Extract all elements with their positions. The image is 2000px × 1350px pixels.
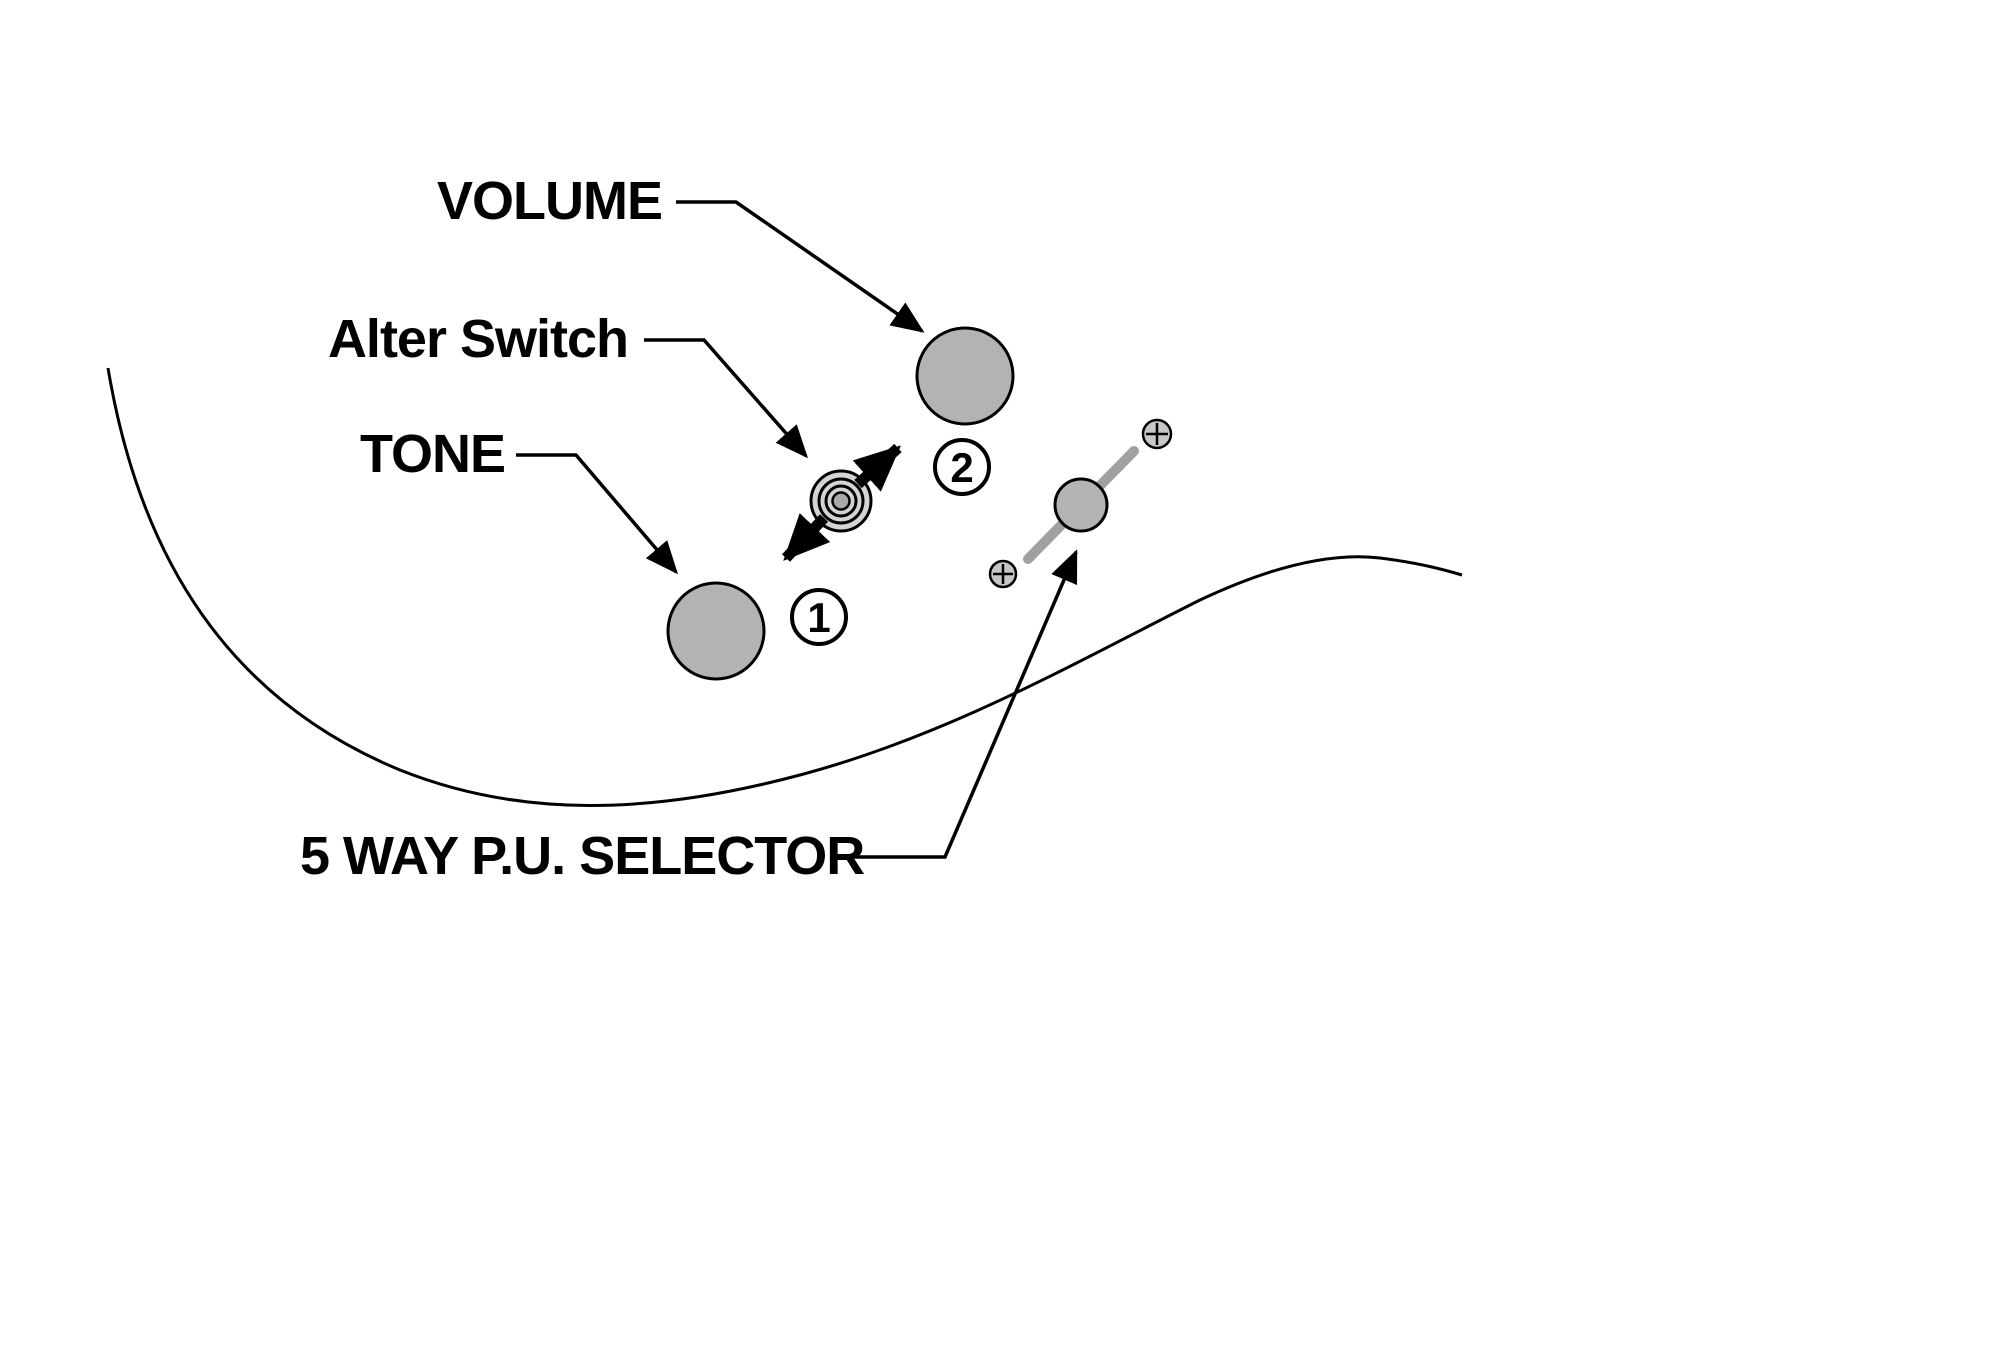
tone-knob [666,581,766,681]
tone-label: TONE [360,424,505,484]
selector-screw-bottom [988,559,1018,589]
guitar-body-outline [106,367,1463,807]
volume-knob [915,326,1015,426]
alter-switch-mid-ring [817,477,865,525]
callout-2-number: 2 [950,444,973,491]
callout-2-circle [933,438,991,496]
volume-label: VOLUME [437,171,662,231]
alter-switch-leader-line [644,338,808,459]
alter-switch-cap [831,491,851,511]
alter-switch-label: Alter Switch [328,309,628,369]
screw-cross-icon [1146,423,1168,445]
selector-knob [1053,477,1109,533]
volume-leader-line [676,200,925,333]
selector-leader-line [850,549,1078,859]
selector-label: 5 WAY P.U. SELECTOR [300,826,864,886]
callout-1-circle [790,588,848,646]
selector-screw-top [1141,418,1173,450]
callout-position-1: 1 [790,588,848,646]
pickup-selector [988,418,1173,589]
alter-switch-inner-ring [824,484,858,518]
direction-arrow-up-icon [852,443,902,492]
callout-1-number: 1 [807,594,830,641]
tone-leader-line [516,453,678,575]
direction-arrow-down-icon [782,513,831,562]
callout-position-2: 2 [933,438,991,496]
screw-cross-icon [993,564,1013,584]
